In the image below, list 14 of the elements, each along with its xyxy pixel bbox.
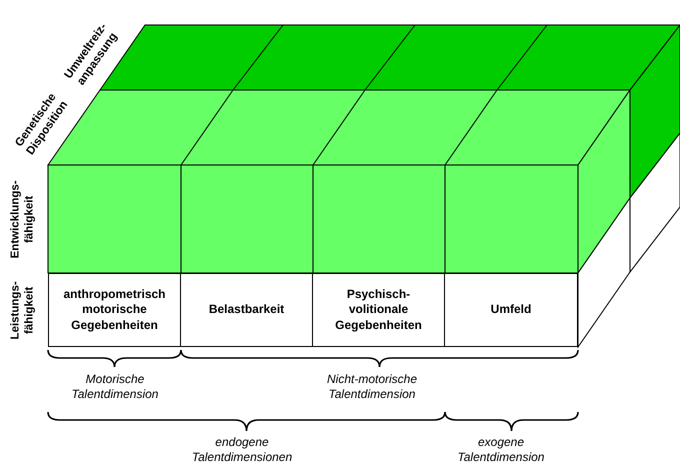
cell-text: anthropometrisch motorische Gegebenheiten bbox=[62, 286, 166, 334]
cell-text: Umfeld bbox=[490, 302, 532, 318]
category-cell bbox=[181, 273, 313, 347]
cell-text: Belastbarkeit bbox=[208, 302, 284, 318]
category-cell bbox=[313, 273, 445, 347]
axis-label: Entwicklungs- fähigkeit bbox=[8, 178, 37, 260]
brace-label: endogene Talentdimensionen bbox=[190, 435, 294, 465]
brace-label: Nicht-motorische Talentdimension bbox=[326, 372, 418, 402]
brace-label: exogene Talentdimension bbox=[456, 435, 546, 465]
axis-label: Leistungs- fähigkeit bbox=[8, 280, 37, 341]
category-cell bbox=[445, 273, 578, 347]
category-cell bbox=[48, 273, 181, 347]
brace-label: Motorische Talentdimension bbox=[70, 372, 160, 402]
cell-text: Psychisch- volitionale Gegebenheiten bbox=[334, 286, 423, 334]
